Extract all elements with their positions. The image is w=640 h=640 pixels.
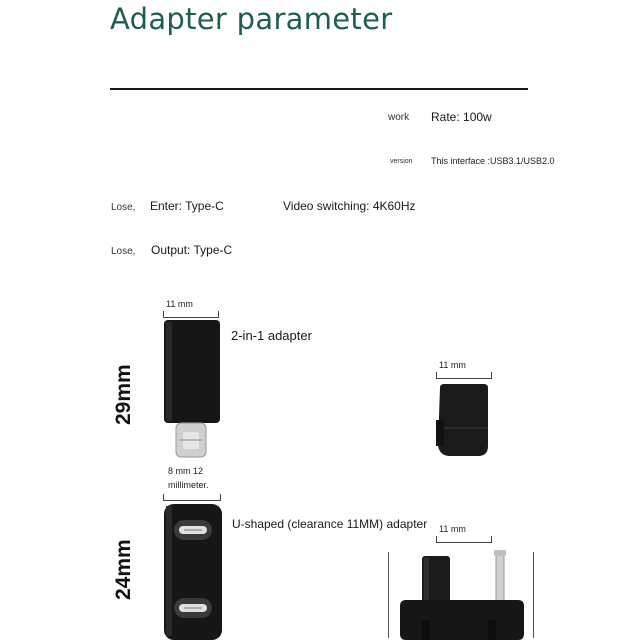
page-title: Adapter parameter [110, 2, 393, 36]
side-width-label-2: 11 mm [439, 524, 466, 534]
right-guide-line [533, 552, 534, 638]
work-label: work [388, 112, 410, 123]
version-value: This interface :USB3.1/USB2.0 [431, 156, 555, 166]
input-value: Enter: Type-C [150, 199, 224, 213]
adapter-front-image [164, 320, 220, 458]
u-adapter-front-image [164, 504, 222, 640]
side-width-label-1: 11 mm [439, 360, 466, 370]
product-name-2in1: 2-in-1 adapter [231, 328, 312, 343]
output-label: Lose, [111, 246, 136, 257]
output-value: Output: Type-C [151, 243, 233, 257]
input-label: Lose, [111, 202, 136, 213]
height-dimension-label: 29mm [112, 364, 135, 425]
width-dimension-label: 11 mm [166, 299, 193, 309]
bottom-dimension-bracket [163, 494, 221, 501]
title-divider [110, 88, 528, 90]
u-adapter-side-image [400, 550, 524, 640]
side-width-bracket-2 [436, 536, 492, 543]
product-name-u-shaped: U-shaped (clearance 11MM) adapter [232, 517, 428, 531]
video-value: Video switching: 4K60Hz [283, 199, 416, 213]
work-value: Rate: 100w [431, 110, 492, 124]
height-dimension-label-2: 24mm [112, 539, 135, 600]
left-guide-line [388, 552, 389, 638]
adapter-side-image [436, 384, 488, 456]
bottom-dimension-line1: 8 mm 12 [168, 466, 204, 476]
side-width-bracket-1 [436, 372, 492, 379]
width-dimension-bracket [163, 311, 219, 318]
bottom-dimension-line2: millimeter. [168, 480, 209, 490]
version-label: version [390, 158, 413, 165]
